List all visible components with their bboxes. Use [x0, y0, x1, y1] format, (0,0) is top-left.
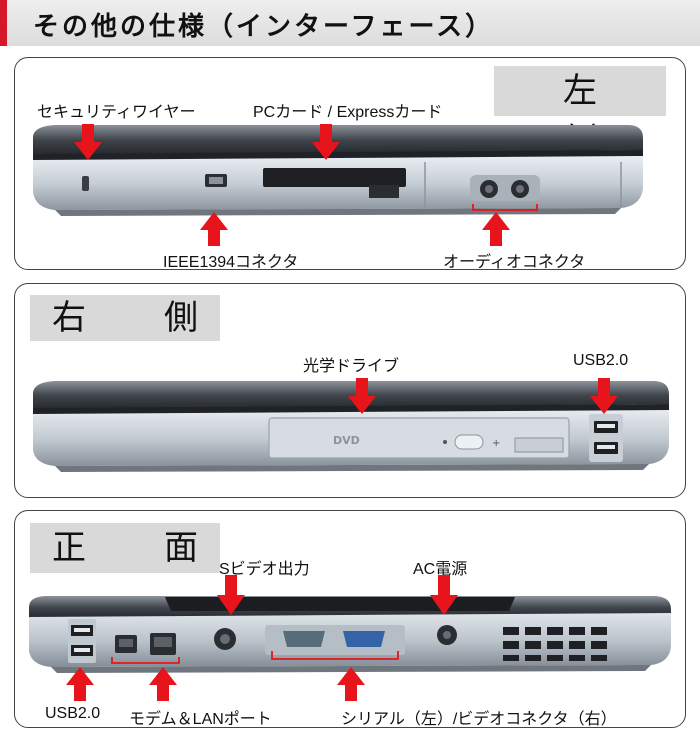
callout-optical-drive: 光学ドライブ [303, 358, 400, 375]
panel-left-side: 左 側 セキュリティワイヤー PCカード / Expressカード IEEE13… [14, 57, 686, 271]
callout-ieee1394: IEEE1394コネクタ [163, 254, 299, 271]
arrow-down-icon [217, 575, 245, 615]
callout-usb-right: USB2.0 [573, 352, 629, 369]
panel-right-side: 右 側 光学ドライブ USB2.0 DVD + [14, 283, 686, 498]
callout-audio-connector: オーディオコネクタ [443, 254, 586, 271]
arrow-down-icon [74, 124, 102, 160]
laptop-back-illustration [29, 575, 671, 701]
panel-label-front: 正 面 [30, 523, 220, 573]
card-eject-button [369, 185, 399, 198]
panel-front-side: 正 面 Sビデオ出力 AC電源 USB2.0 モデム＆LANポート シリアル（左… [14, 510, 686, 728]
arrow-up-icon [66, 667, 94, 701]
callout-usb-front: USB2.0 [45, 705, 101, 722]
optical-eject-button [454, 434, 484, 450]
arrow-up-icon [482, 212, 510, 246]
laptop-left-side-illustration [33, 124, 643, 246]
callout-serial-video: シリアル（左）/ビデオコネクタ（右） [341, 711, 617, 728]
page-title-bar: その他の仕様（インターフェース） [0, 0, 700, 46]
arrow-down-icon [590, 378, 618, 414]
callout-s-video-out: Sビデオ出力 [219, 561, 310, 578]
callout-security-wire: セキュリティワイヤー [37, 104, 196, 121]
panel-label-right: 右 側 [30, 295, 220, 341]
vga-port [343, 631, 385, 647]
callout-ac-power: AC電源 [413, 561, 468, 578]
svg-text:DVD: DVD [333, 434, 360, 447]
callout-modem-lan: モデム＆LANポート [129, 711, 272, 728]
optical-drive-tray [268, 417, 570, 459]
arrow-up-icon [200, 212, 228, 246]
arrow-down-icon [348, 378, 376, 414]
laptop-right-side-illustration: DVD + [33, 378, 669, 472]
serial-port [283, 631, 325, 647]
arrow-down-icon [312, 124, 340, 160]
vent-grille [503, 627, 607, 661]
pc-card-slot [263, 168, 406, 187]
arrow-up-icon [149, 667, 177, 701]
security-slot [82, 176, 89, 191]
arrow-down-icon [430, 575, 458, 615]
callout-pc-express-card: PCカード / Expressカード [253, 104, 443, 121]
arrow-up-icon [337, 667, 365, 701]
svg-text:+: + [492, 438, 500, 449]
page-title: その他の仕様（インターフェース） [33, 12, 495, 42]
